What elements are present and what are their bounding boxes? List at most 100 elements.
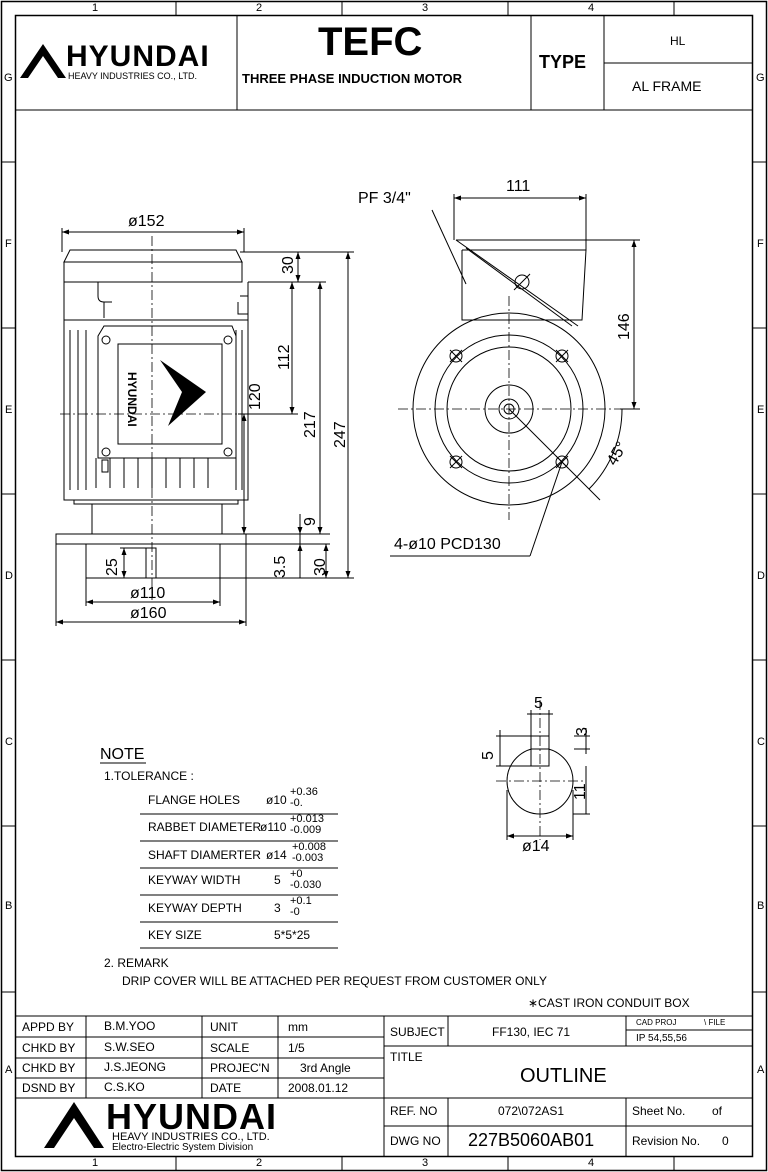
row-label-g-right: G (756, 72, 765, 84)
ref-label: REF. NO (390, 1104, 438, 1118)
approval-value-1: 1/5 (288, 1041, 305, 1055)
col-label-3: 3 (422, 2, 429, 14)
tol-name-5: KEY SIZE (148, 928, 202, 942)
dim-112: 112 (276, 344, 293, 370)
approval-label-1: SCALE (210, 1041, 250, 1055)
shaft-dia-14: ø14 (522, 838, 550, 855)
tol-name-1: RABBET DIAMETER (148, 820, 262, 834)
revision-value: 0 (722, 1134, 729, 1148)
hyundai-logo-mark-footer (44, 1102, 104, 1148)
dim-11: 11 (572, 783, 589, 800)
header-logo-text: HYUNDAI (66, 40, 210, 73)
row-label-d: D (5, 570, 13, 582)
main-title: TEFC (318, 20, 423, 64)
title-label: TITLE (390, 1050, 423, 1064)
dim-30-bottom: 30 (312, 558, 329, 576)
dim-spigot-110: ø110 (130, 585, 166, 602)
tol-nom-2: ø14 (266, 848, 287, 862)
tol-nom-4: 3 (274, 901, 281, 915)
dim-111: 111 (506, 178, 531, 195)
type-value-hl: HL (670, 34, 686, 48)
hyundai-logo-mark-header (20, 44, 66, 78)
tol-name-3: KEYWAY WIDTH (148, 873, 241, 887)
dim-146: 146 (616, 313, 633, 340)
subject-label: SUBJECT (390, 1025, 445, 1039)
row-label-f: F (5, 238, 12, 250)
dim-flange-160: ø160 (130, 605, 167, 622)
col-label-1-bottom: 1 (92, 1157, 99, 1169)
tol-name-4: KEYWAY DEPTH (148, 901, 242, 915)
tolerance-heading: 1.TOLERANCE : (104, 769, 194, 783)
tol-up-2: +0.008 (292, 841, 326, 853)
dim-25: 25 (104, 558, 121, 576)
col-label-3-bottom: 3 (422, 1157, 429, 1169)
tol-up-4: +0.1 (290, 895, 312, 907)
subtitle: THREE PHASE INDUCTION MOTOR (242, 71, 463, 86)
footer-company-sub: HEAVY INDUSTRIES CO., LTD. (112, 1131, 270, 1143)
dwg-number: 227B5060AB01 (468, 1130, 595, 1150)
dim-247: 247 (332, 421, 349, 448)
dim-30-top: 30 (280, 256, 297, 274)
row-label-c: C (5, 736, 13, 748)
tol-nom-5: 5*5*25 (274, 928, 311, 942)
col-label-1: 1 (92, 2, 99, 14)
dim-217: 217 (302, 411, 319, 438)
approval-name-2: J.S.JEONG (104, 1060, 167, 1074)
approval-label-0: UNIT (210, 1020, 238, 1034)
remark-heading: 2. REMARK (104, 956, 169, 970)
tol-up-3: +0 (290, 868, 303, 880)
col-label-4-bottom: 4 (588, 1157, 595, 1169)
row-label-d-right: D (757, 570, 765, 582)
subject-value: FF130, IEC 71 (492, 1025, 571, 1039)
tol-up-1: +0.013 (290, 813, 324, 825)
dim-9: 9 (302, 517, 319, 526)
col-label-4: 4 (588, 2, 595, 14)
row-label-e: E (5, 404, 13, 416)
approval-role-2: CHKD BY (22, 1061, 76, 1075)
tol-low-4: -0 (290, 906, 300, 918)
tol-name-2: SHAFT DIAMERTER (148, 848, 261, 862)
tol-name-0: FLANGE HOLES (148, 793, 241, 807)
row-label-b-right: B (757, 900, 765, 912)
key-height-5: 5 (480, 751, 497, 760)
file-label: \ FILE (704, 1018, 726, 1027)
hole-callout: 4-ø10 PCD130 (394, 536, 501, 553)
sheet-of: of (712, 1104, 723, 1118)
row-label-e-right: E (757, 404, 765, 416)
dim-width-152: ø152 (128, 213, 165, 230)
dwg-label: DWG NO (390, 1134, 441, 1148)
drawing-title: OUTLINE (520, 1065, 607, 1087)
approval-name-3: C.S.KO (104, 1080, 145, 1094)
approval-label-3: DATE (210, 1081, 242, 1095)
revision-label: Revision No. (632, 1134, 701, 1148)
footer-division: Electro-Electric System Division (112, 1142, 254, 1153)
tol-nom-3: 5 (274, 873, 281, 887)
keyway-depth-3: 3 (574, 727, 591, 736)
tol-up-0: +0.36 (290, 786, 318, 798)
approval-name-0: B.M.YOO (104, 1019, 156, 1033)
header-company-sub: HEAVY INDUSTRIES CO., LTD. (68, 71, 198, 81)
approval-value-2: 3rd Angle (300, 1061, 351, 1075)
tol-nom-1: ø110 (260, 820, 287, 834)
hyundai-nameplate-mark (160, 360, 206, 426)
approval-value-3: 2008.01.12 (288, 1081, 349, 1095)
keyway-width-5: 5 (534, 695, 543, 712)
type-value-frame: AL FRAME (632, 78, 702, 94)
approval-name-1: S.W.SEO (104, 1040, 155, 1054)
remark-text: DRIP COVER WILL BE ATTACHED PER REQUEST … (122, 974, 547, 988)
col-label-2: 2 (256, 2, 263, 14)
tol-nom-0: ø10 (266, 793, 287, 807)
row-label-a: A (5, 1064, 13, 1076)
cad-proj-label: CAD PROJ (636, 1018, 677, 1027)
type-label: TYPE (539, 52, 587, 72)
sheet-label: Sheet No. (632, 1104, 686, 1118)
row-label-a-right: A (757, 1064, 765, 1076)
nameplate-text: HYUNDAI (125, 372, 139, 427)
dim-120: 120 (247, 383, 264, 410)
dim-3-5: 3.5 (272, 555, 289, 578)
note-title: NOTE (100, 746, 145, 763)
approval-role-3: DSND BY (22, 1081, 76, 1095)
row-label-f-right: F (757, 238, 764, 250)
ref-value: 072\072AS1 (498, 1104, 565, 1118)
